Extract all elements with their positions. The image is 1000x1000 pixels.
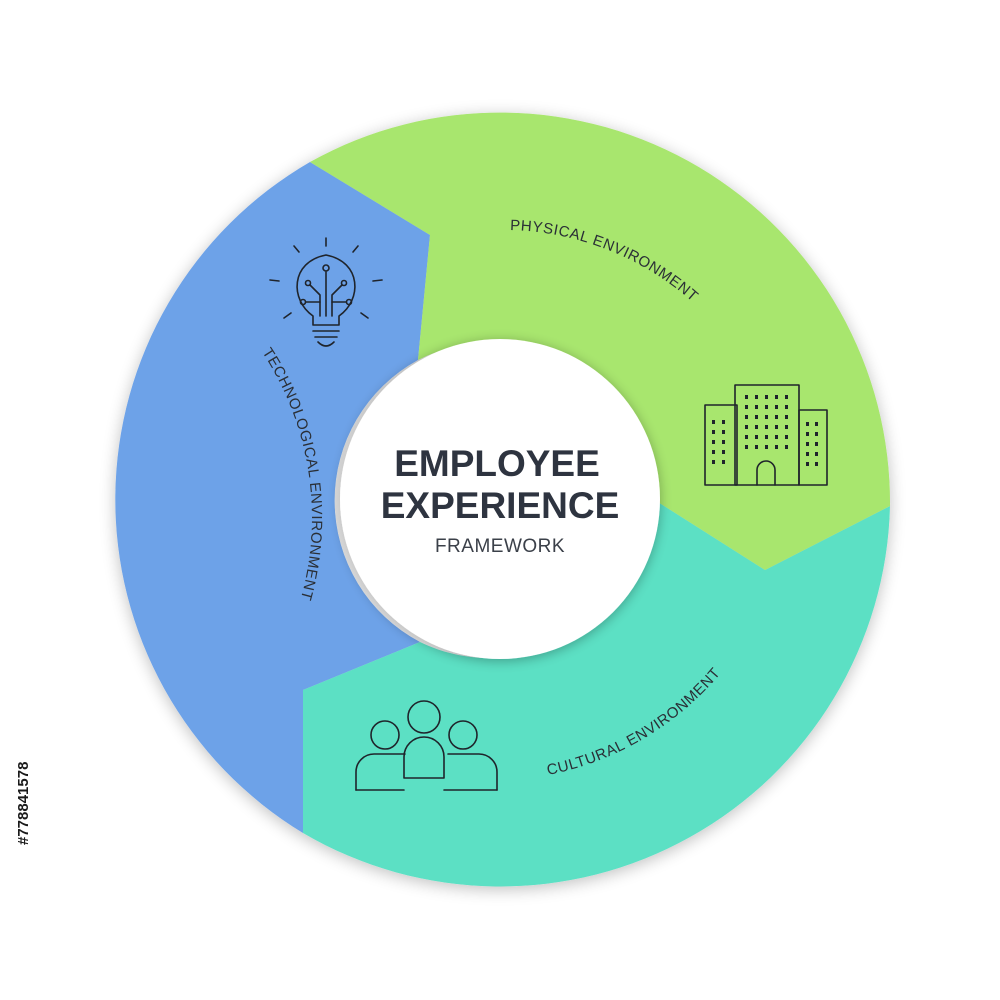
building-window [765,415,768,419]
building-window [745,395,748,399]
building-window [785,435,788,439]
building-window [806,452,809,456]
building-window [775,405,778,409]
building-window [745,425,748,429]
building-window [745,445,748,449]
building-window [806,442,809,446]
building-window [745,415,748,419]
segment-cultural [303,497,890,887]
building-window [745,435,748,439]
building-window [755,405,758,409]
building-window [775,425,778,429]
segment-physical [310,112,891,571]
building-window [755,425,758,429]
building-window [785,415,788,419]
people-group-icon [355,700,498,791]
building-window [765,445,768,449]
building-window [785,445,788,449]
building-window [712,460,715,464]
building-window [765,435,768,439]
building-window [815,442,818,446]
building-window [712,430,715,434]
segment-technological [115,162,430,833]
building-window [806,462,809,466]
building-window [712,450,715,454]
building-window [755,445,758,449]
building-window [745,405,748,409]
building-window [722,450,725,454]
building-window [722,430,725,434]
stock-id-label: #778841578 [15,762,32,845]
building-window [755,395,758,399]
building-window [815,452,818,456]
building-window [815,462,818,466]
building-window [765,395,768,399]
building-window [712,420,715,424]
center-subtitle: FRAMEWORK [435,536,565,557]
building-window [775,435,778,439]
building-window [722,440,725,444]
building-window [765,425,768,429]
lightbulb-circuit-icon [269,237,383,347]
building-window [775,445,778,449]
building-window [806,422,809,426]
office-building-icon [704,384,828,486]
center-title-line2: EXPERIENCE [381,485,620,526]
building-window [775,395,778,399]
building-window [755,435,758,439]
building-window [785,425,788,429]
building-window [815,432,818,436]
building-window [712,440,715,444]
building-window [785,405,788,409]
building-window [815,422,818,426]
building-window [785,395,788,399]
building-window [722,420,725,424]
building-window [755,415,758,419]
center-title-line1: EMPLOYEE [394,443,600,484]
building-window [775,415,778,419]
center-circle [340,339,660,659]
building-window [806,432,809,436]
building-window [722,460,725,464]
building-window [765,405,768,409]
